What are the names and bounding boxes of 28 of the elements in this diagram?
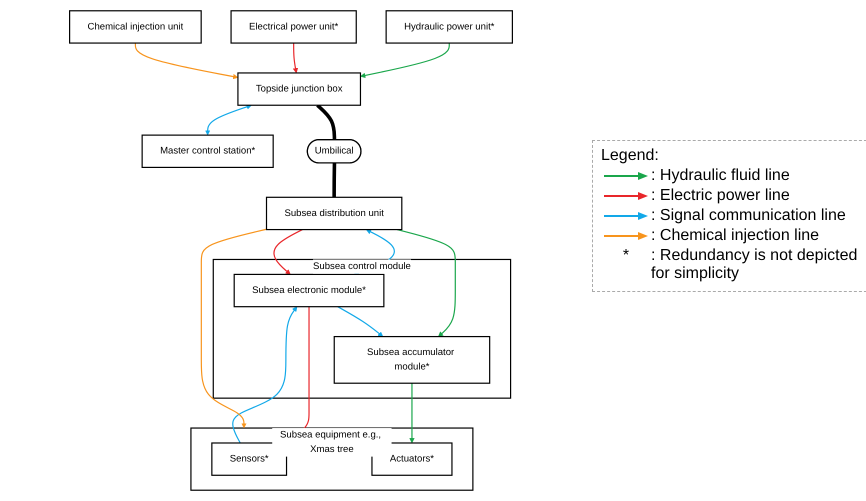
node-box: Hydraulic power unit* [386, 10, 513, 44]
connector [332, 163, 336, 198]
arrow [409, 383, 415, 444]
connector [316, 104, 336, 140]
arrow [360, 43, 450, 78]
legend-text: : Electric power line [651, 187, 790, 205]
node-box: Electrical power unit* [230, 10, 357, 44]
node-box: Master control station* [142, 134, 274, 168]
node-box: Subsea electronic module* [234, 274, 384, 308]
node-box: Subsea distribution unit [266, 196, 402, 230]
arrow [337, 306, 384, 337]
arrow [273, 229, 303, 275]
legend-text: : Redundancy is not depicted for simplicity [651, 247, 858, 283]
node-box: Topside junction box [237, 72, 362, 106]
arrow [292, 43, 298, 74]
legend-text: : Hydraulic fluid line [651, 167, 790, 185]
node-box: Chemical injection unit [69, 10, 202, 44]
legend-title: Legend: [601, 147, 660, 165]
node-box: Subsea accumulator module* [334, 336, 490, 384]
node-box: Actuators* [371, 442, 453, 476]
legend-text: : Chemical injection line [651, 227, 820, 245]
asterisk-symbol: * [622, 247, 630, 265]
arrow [200, 228, 267, 428]
arrow [134, 43, 238, 80]
arrow [232, 306, 298, 444]
arrow [205, 104, 252, 136]
legend-text: : Signal communication line [651, 207, 846, 225]
node-box: Sensors* [211, 442, 288, 476]
